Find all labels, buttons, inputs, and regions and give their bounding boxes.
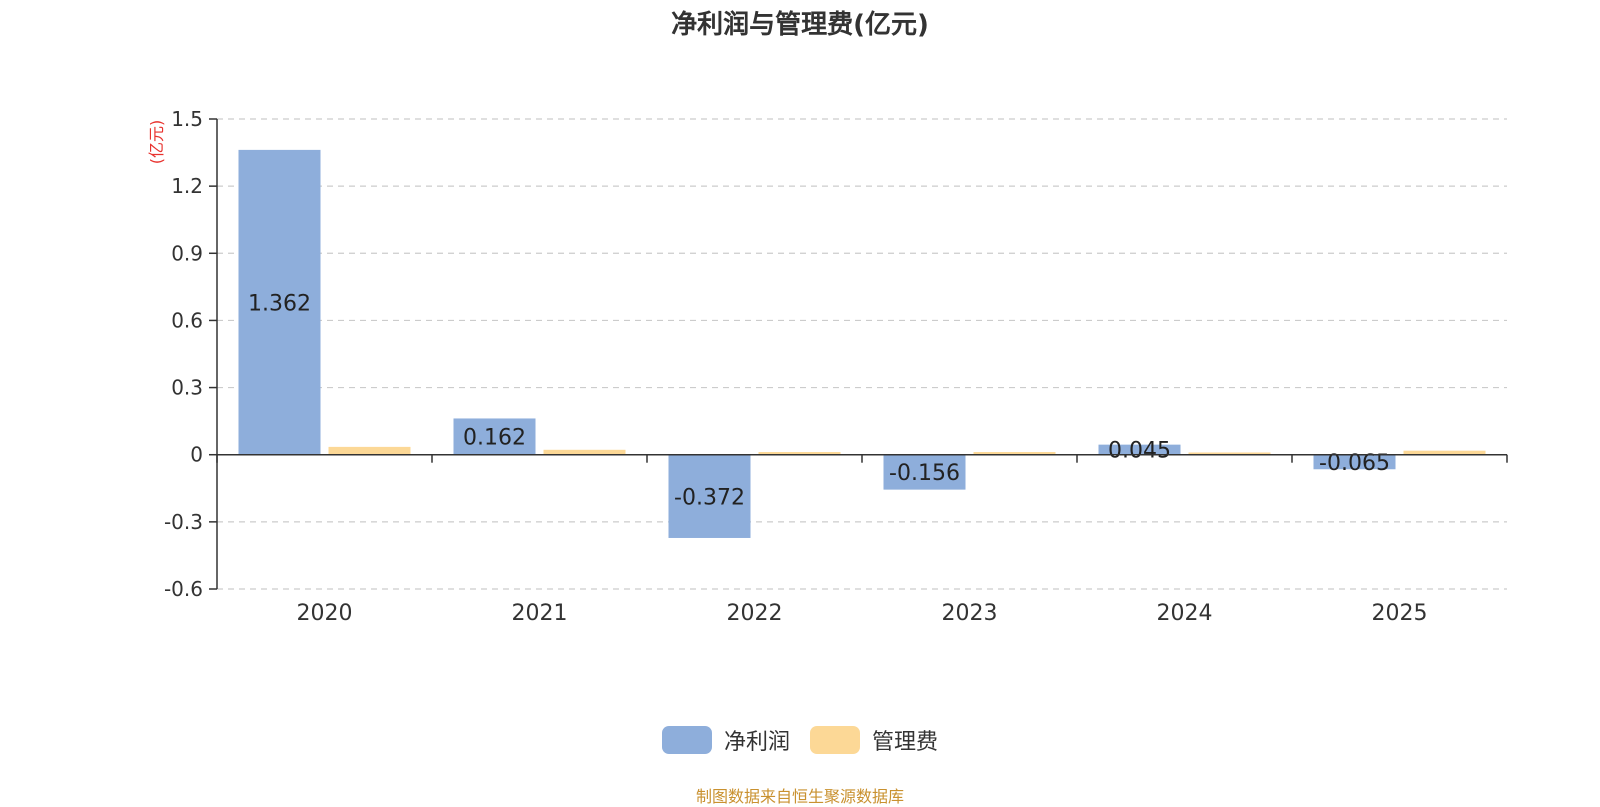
bar-net-profit xyxy=(453,418,536,455)
bar-net-profit xyxy=(668,454,751,538)
source-note: 制图数据来自恒生聚源数据库 xyxy=(695,787,904,806)
y-tick-label: 0 xyxy=(190,443,203,467)
x-tick-label: 2021 xyxy=(512,601,568,626)
y-tick-label: 0.3 xyxy=(171,376,203,400)
legend: 净利润 管理费 xyxy=(0,724,1600,756)
x-tick-label: 2025 xyxy=(1372,601,1428,626)
chart-title: 净利润与管理费(亿元) xyxy=(671,10,929,40)
y-axis-label: (亿元) xyxy=(147,120,166,165)
bar-net-profit xyxy=(238,149,321,455)
data-label-net-profit: 0.045 xyxy=(1108,439,1171,464)
legend-swatch-net-profit xyxy=(661,726,712,754)
bar-admin-expense xyxy=(1188,452,1271,455)
y-tick-label: 1.2 xyxy=(171,174,203,198)
legend-label-net-profit: 净利润 xyxy=(723,730,790,755)
bar-admin-expense xyxy=(543,449,626,455)
legend-item-admin-expense[interactable]: 管理费 xyxy=(810,724,938,756)
y-tick-label: 1.5 xyxy=(171,107,203,131)
data-label-net-profit: 0.162 xyxy=(463,426,526,451)
bar-chart: 1.5 1.2 0.9 0.6 0.3 0 -0.3 -0.6 (亿元) 1.362 2020 0.1… xyxy=(147,107,1508,626)
y-tick-label: 0.9 xyxy=(171,241,203,265)
bar-admin-expense xyxy=(328,446,411,455)
bar-admin-expense xyxy=(1403,450,1486,455)
data-label-net-profit: -0.156 xyxy=(889,461,960,486)
data-label-net-profit: 1.362 xyxy=(248,291,311,316)
bar-net-profit xyxy=(883,454,966,490)
x-tick-label: 2023 xyxy=(942,601,998,626)
legend-label-admin-expense: 管理费 xyxy=(872,730,939,755)
data-label-net-profit: -0.372 xyxy=(674,485,745,510)
y-tick-label: -0.3 xyxy=(164,510,203,534)
bar-net-profit xyxy=(1098,444,1181,455)
x-tick-label: 2024 xyxy=(1157,601,1213,626)
x-tick-label: 2022 xyxy=(727,601,783,626)
bar-admin-expense xyxy=(973,452,1056,455)
y-tick-label: 0.6 xyxy=(171,308,203,332)
y-tick-label: -0.6 xyxy=(164,577,203,601)
bar-net-profit xyxy=(1313,454,1396,470)
x-tick-label: 2020 xyxy=(297,601,353,626)
legend-swatch-admin-expense xyxy=(810,726,860,754)
legend-item-net-profit[interactable]: 净利润 xyxy=(661,724,790,756)
bar-admin-expense xyxy=(758,452,841,455)
